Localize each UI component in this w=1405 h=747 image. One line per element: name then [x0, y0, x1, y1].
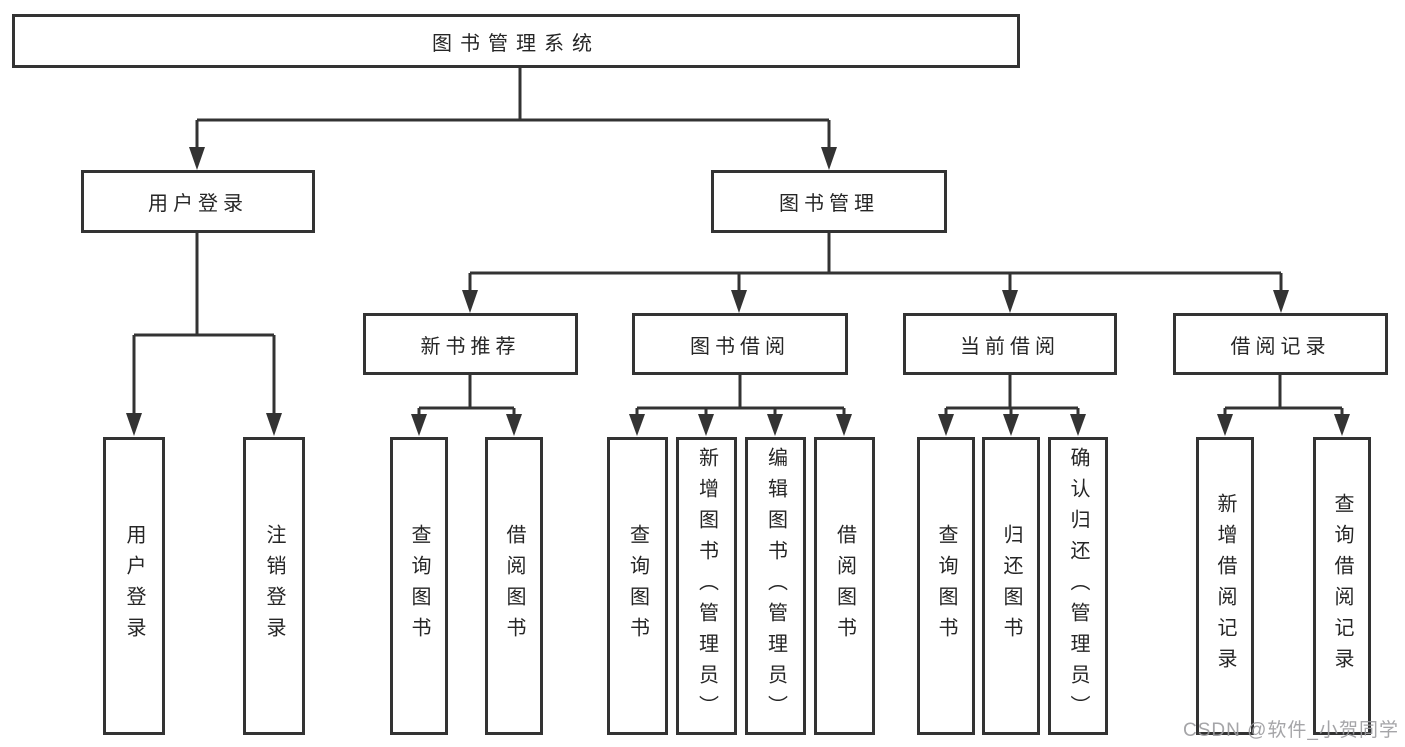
- leaf-query-books-current: 查询图书: [917, 437, 975, 735]
- leaf-borrow-books: 借阅图书: [814, 437, 875, 735]
- leaf-return-books: 归还图书: [982, 437, 1040, 735]
- node-current-borrow: 当前借阅: [903, 313, 1117, 375]
- leaf-logout: 注销登录: [243, 437, 305, 735]
- node-library-system-root: 图书管理系统: [12, 14, 1020, 68]
- leaf-edit-books-admin: 编辑图书（管理员）: [745, 437, 806, 735]
- leaf-query-borrow-record: 查询借阅记录: [1313, 437, 1371, 735]
- leaf-user-login: 用户登录: [103, 437, 165, 735]
- leaf-add-books-admin: 新增图书（管理员）: [676, 437, 737, 735]
- node-borrow-records: 借阅记录: [1173, 313, 1388, 375]
- node-book-management: 图书管理: [711, 170, 947, 233]
- leaf-borrow-books-recommend: 借阅图书: [485, 437, 543, 735]
- leaf-query-books-borrow: 查询图书: [607, 437, 668, 735]
- node-book-borrow: 图书借阅: [632, 313, 848, 375]
- leaf-query-books-recommend: 查询图书: [390, 437, 448, 735]
- leaf-add-borrow-record: 新增借阅记录: [1196, 437, 1254, 735]
- node-new-book-recommend: 新书推荐: [363, 313, 578, 375]
- node-user-login: 用户登录: [81, 170, 315, 233]
- csdn-watermark: CSDN @软件_小贺同学: [1183, 720, 1399, 741]
- leaf-confirm-return-admin: 确认归还（管理员）: [1048, 437, 1108, 735]
